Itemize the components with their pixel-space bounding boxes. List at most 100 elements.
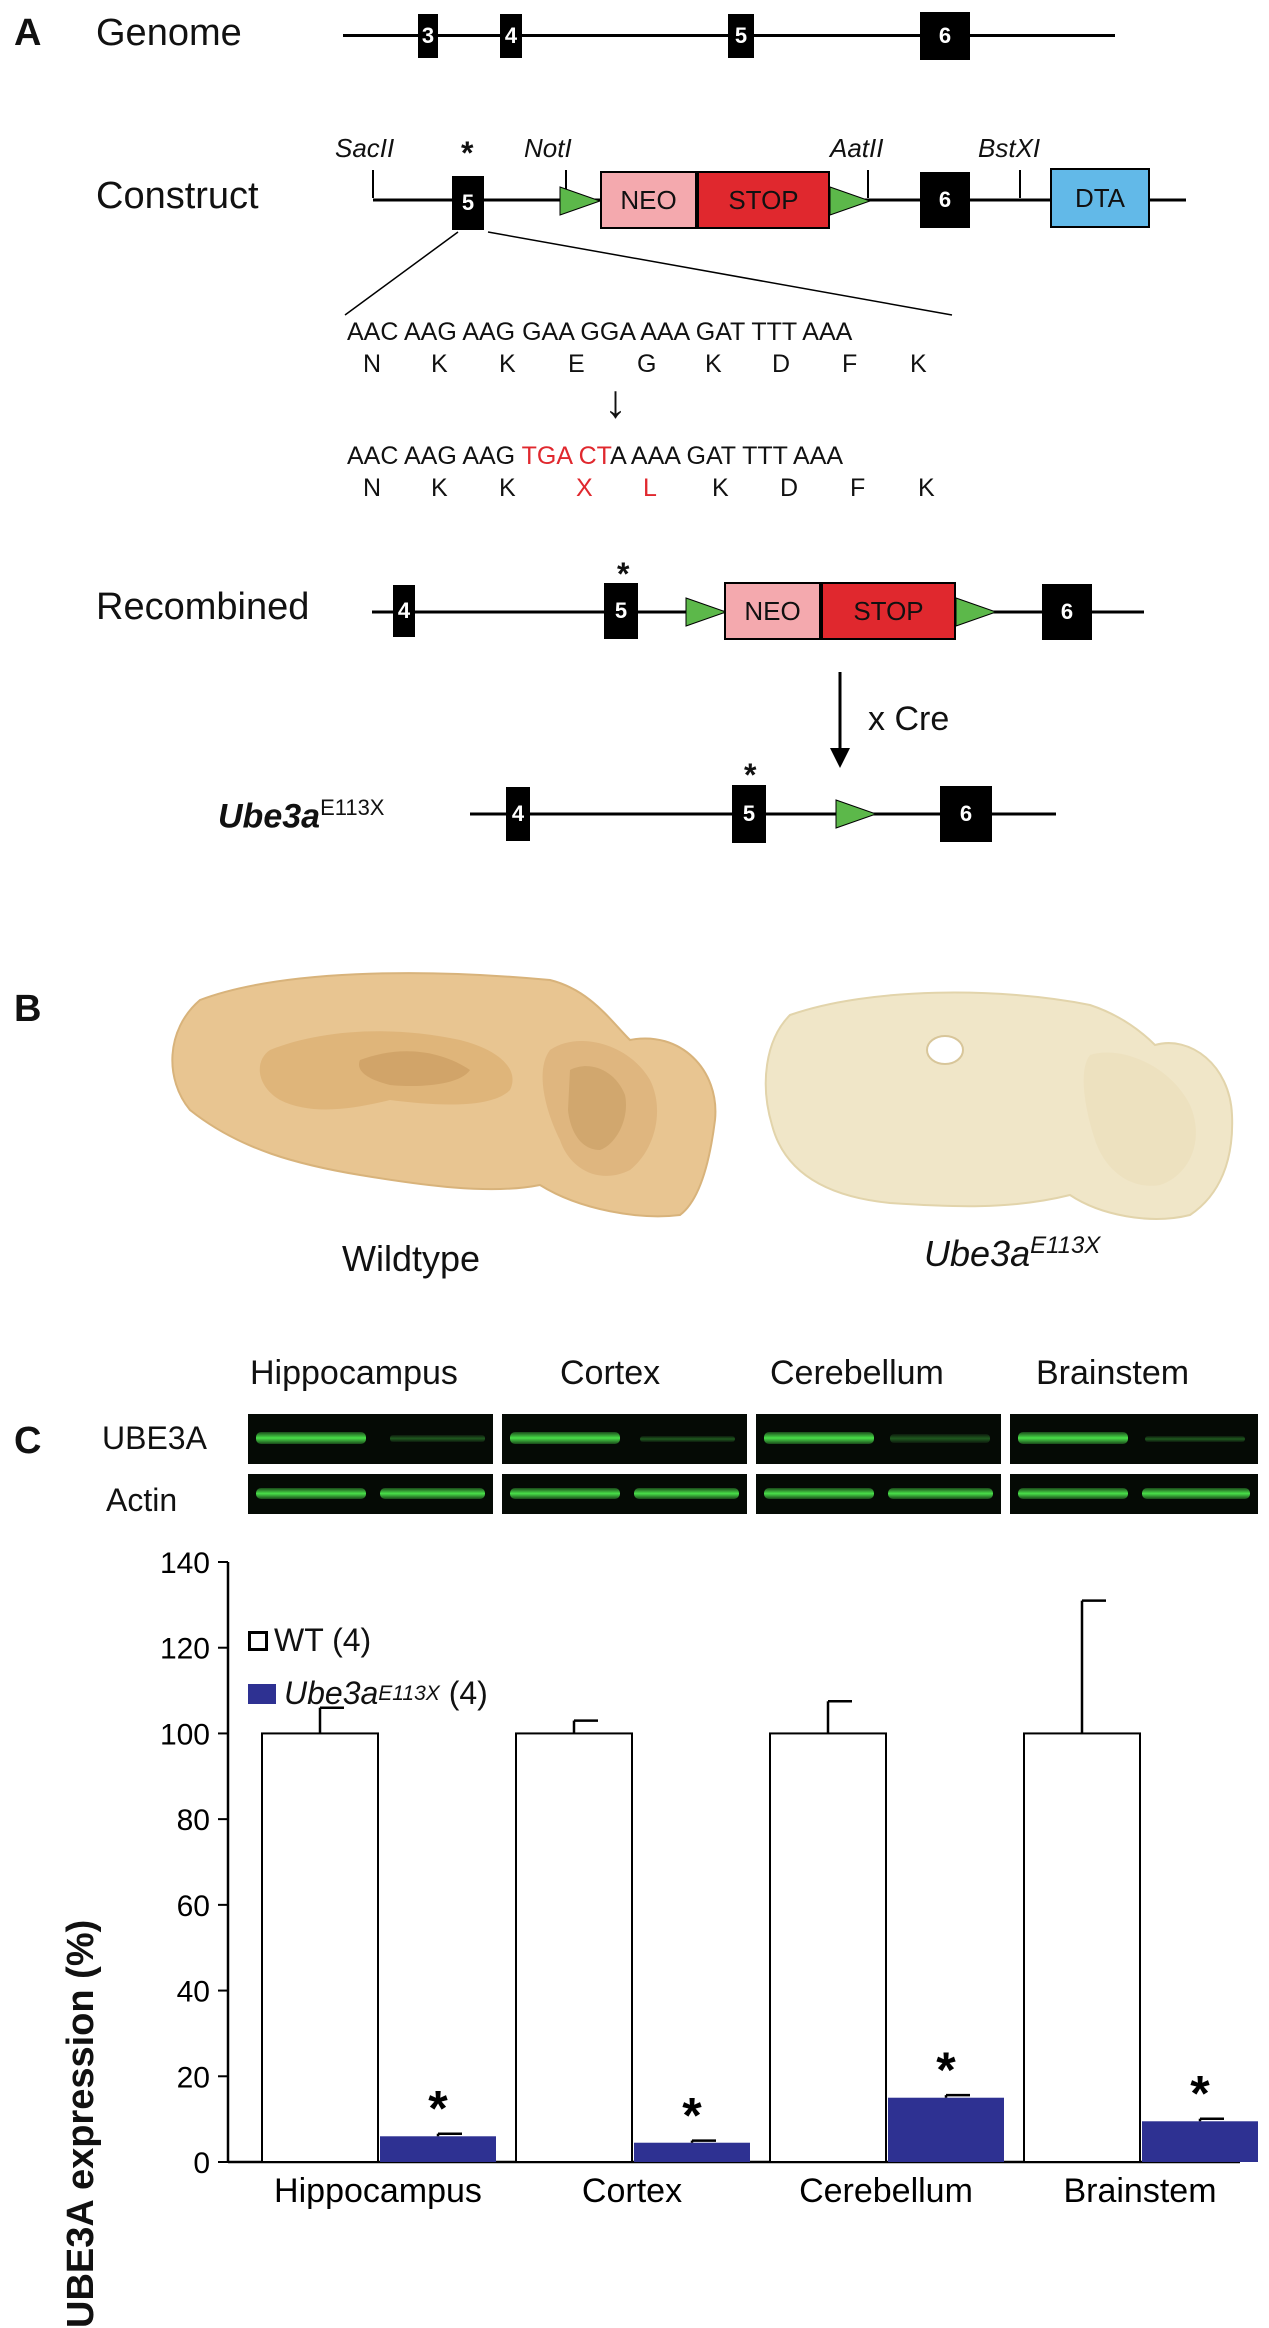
y-tick-label-20: 20	[177, 2061, 210, 2094]
bar-hippocampus-mutant	[380, 2136, 496, 2162]
recombined-loxp-2	[955, 597, 998, 627]
allele-loxp	[835, 799, 878, 829]
wt-aa-1: K	[431, 350, 448, 378]
recombined-stop-box: STOP	[821, 582, 956, 640]
wt-aa-4: G	[637, 350, 657, 378]
bar-cortex-wt	[515, 1732, 633, 2164]
bar-cerebellum-wt	[769, 1732, 887, 2164]
blot-region-cerebellum: Cerebellum	[770, 1354, 944, 1392]
significance-star-cortex: *	[682, 2088, 702, 2144]
neo-box: NEO	[600, 171, 697, 229]
blot-row-ube3a: UBE3A	[102, 1420, 207, 1456]
mut-aa-3: X	[576, 474, 593, 502]
legend-mutant-gene: Ube3a	[284, 1675, 379, 1711]
loxp-2	[829, 186, 872, 216]
y-tick-label-120: 120	[160, 1633, 210, 1666]
blot-actin-row	[248, 1474, 1258, 1514]
significance-star-cerebellum: *	[936, 2042, 956, 2098]
wt-aa-2: K	[499, 350, 516, 378]
allele-mutation-star: *	[744, 757, 757, 793]
mut-aa-8: K	[918, 474, 935, 502]
recombined-neo-box: NEO	[724, 582, 821, 640]
mut-codons: AAC AAG AAG TGA CTA AAA GAT TTT AAA	[347, 442, 843, 471]
allele-gene: Ube3a	[218, 797, 321, 836]
legend-wt: WT (4)	[248, 1622, 371, 1659]
bar-cortex-mutant	[634, 2142, 750, 2162]
panel-letter-b: B	[14, 988, 42, 1030]
mut-codons-suffix: A AAA GAT TTT AAA	[610, 442, 844, 470]
wt-aa-0: N	[363, 350, 382, 378]
recombined-exon-6: 6	[1042, 584, 1092, 640]
wt-codons: AAC AAG AAG GAA GGA AAA GAT TTT AAA	[347, 318, 853, 346]
zoom-line-right	[487, 231, 953, 316]
x-tick-label-cerebellum: Cerebellum	[799, 2172, 973, 2210]
allele-label: Ube3aE113X	[218, 795, 384, 836]
chart-labels: *Hippocampus*Cortex*Cerebellum*Brainstem	[274, 2042, 1216, 2210]
site-sacii: SacII	[335, 133, 395, 163]
mut-aa-2: K	[499, 474, 516, 502]
mut-aa-0: N	[363, 474, 382, 502]
dta-box: DTA	[1050, 168, 1150, 228]
y-tick-label-80: 80	[177, 1804, 210, 1837]
cre-arrow	[830, 672, 850, 768]
x-tick-label-cortex: Cortex	[582, 2172, 682, 2210]
mut-aa-7: F	[850, 474, 866, 502]
mut-codons-prefix: AAC AAG AAG	[347, 442, 522, 470]
site-noti: NotI	[524, 133, 572, 163]
wildtype-label: Wildtype	[342, 1238, 481, 1279]
panel-letter-a: A	[14, 12, 42, 54]
allele-diagram	[470, 799, 1056, 829]
mut-aa-4: L	[643, 474, 657, 502]
blot-region-brainstem: Brainstem	[1036, 1354, 1190, 1392]
wt-aa-7: F	[842, 350, 858, 378]
construct-label: Construct	[96, 175, 259, 217]
recombined-loxp-1	[685, 597, 728, 627]
blot-region-cortex: Cortex	[560, 1354, 661, 1392]
chart-bars	[261, 1599, 1258, 2164]
x-tick-label-brainstem: Brainstem	[1063, 2172, 1216, 2210]
x-tick-label-hippocampus: Hippocampus	[274, 2172, 482, 2210]
legend-mutant-sup: E113X	[378, 1681, 440, 1705]
genome-exon-4: 4	[500, 14, 522, 58]
stop-box: STOP	[697, 171, 830, 229]
legend-wt-swatch	[248, 1630, 268, 1651]
allele-exon-6: 6	[940, 786, 992, 842]
chart-ylabel: UBE3A expression (%)	[60, 1919, 102, 2328]
mut-codons-red: TGA CT	[521, 442, 611, 470]
bar-brainstem-mutant	[1142, 2121, 1258, 2162]
bar-brainstem-wt	[1023, 1732, 1141, 2164]
brain-section-mutant	[764, 991, 1234, 1220]
significance-star-hippocampus: *	[428, 2081, 448, 2137]
zoom-line-left	[344, 231, 459, 316]
cre-label: x Cre	[868, 700, 950, 738]
mutation-arrow: ↓	[604, 375, 627, 427]
construct-diagram	[344, 170, 1186, 316]
construct-mutation-star: *	[461, 135, 474, 171]
mutant-label: Ube3aE113X	[924, 1232, 1100, 1275]
site-bstxi: BstXI	[978, 133, 1041, 163]
mutant-gene: Ube3a	[924, 1233, 1031, 1274]
bar-cerebellum-mutant	[888, 2097, 1004, 2162]
y-tick-label-100: 100	[160, 1718, 210, 1751]
blot-region-hippocampus: Hippocampus	[250, 1354, 458, 1392]
y-tick-label-40: 40	[177, 1976, 210, 2009]
recombined-exon-4: 4	[393, 585, 415, 637]
site-aatii: AatII	[830, 133, 884, 163]
genome-exon-5: 5	[728, 14, 754, 58]
y-tick-label-0: 0	[193, 2147, 210, 2180]
blot-row-actin: Actin	[106, 1482, 178, 1518]
mut-aa-6: D	[780, 474, 799, 502]
genome-label: Genome	[96, 12, 242, 54]
wt-aa-6: D	[772, 350, 791, 378]
y-tick-label-140: 140	[160, 1547, 210, 1580]
y-tick-label-60: 60	[177, 1890, 210, 1923]
allele-sup: E113X	[320, 795, 385, 820]
wt-aa-5: K	[705, 350, 722, 378]
wt-aa-8: K	[910, 350, 927, 378]
legend-mutant-swatch	[248, 1683, 276, 1704]
allele-exon-4: 4	[506, 787, 530, 841]
western-blot	[248, 1414, 1258, 1514]
construct-exon-5: 5	[452, 176, 484, 230]
